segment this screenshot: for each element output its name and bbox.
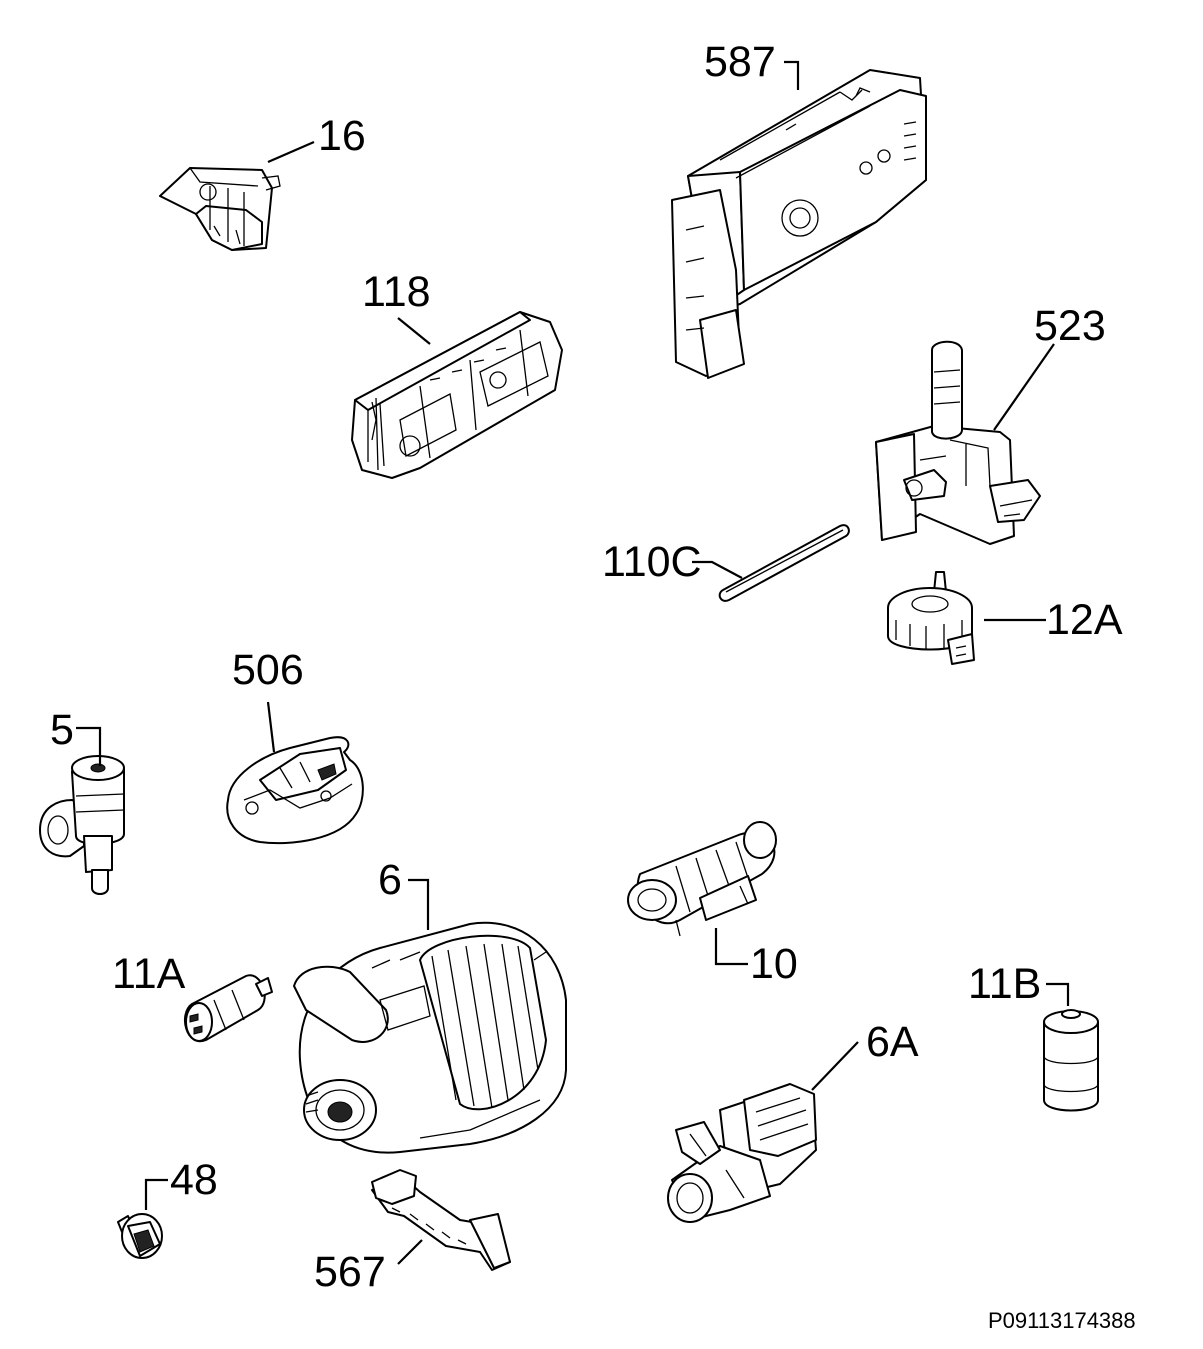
- label-110c: 110C: [602, 538, 702, 586]
- part-5-drawing: [39, 755, 125, 895]
- label-11a: 11A: [112, 950, 186, 998]
- label-10: 10: [750, 940, 798, 988]
- leader-523: [993, 343, 1055, 431]
- label-506: 506: [232, 646, 304, 694]
- leader-48: [144, 1178, 168, 1210]
- leader-6a: [811, 1041, 859, 1091]
- part-16-drawing: [159, 167, 281, 251]
- leader-110c: [692, 560, 743, 579]
- label-523: 523: [1034, 302, 1106, 350]
- label-5: 5: [50, 706, 74, 754]
- part-110c-drawing: [718, 524, 850, 602]
- part-48-drawing: [117, 1213, 163, 1259]
- leader-5: [76, 726, 102, 766]
- leader-11b: [1046, 982, 1070, 1006]
- label-118: 118: [362, 268, 431, 316]
- part-11a-drawing: [183, 974, 273, 1043]
- part-567-drawing: [371, 1169, 511, 1271]
- part-523-drawing: [875, 340, 1041, 545]
- label-6: 6: [378, 856, 402, 904]
- leader-10: [714, 928, 748, 966]
- label-12a: 12A: [1046, 596, 1123, 644]
- leader-506: [266, 701, 276, 753]
- label-16: 16: [318, 112, 366, 160]
- leader-587: [784, 60, 800, 90]
- part-12a-drawing: [887, 571, 975, 665]
- part-587-drawing: [671, 69, 927, 379]
- leader-16: [267, 140, 315, 164]
- label-48: 48: [170, 1156, 218, 1204]
- label-6a: 6A: [866, 1018, 919, 1066]
- drawing-code: P09113174388: [988, 1308, 1136, 1333]
- label-587: 587: [704, 38, 776, 86]
- part-10-drawing: [627, 821, 777, 937]
- leader-567: [397, 1239, 423, 1265]
- part-506-drawing: [226, 736, 364, 845]
- leader-6: [408, 878, 430, 930]
- label-567: 567: [314, 1248, 386, 1296]
- part-118-drawing: [351, 311, 563, 479]
- leader-118: [397, 317, 431, 345]
- part-6-drawing: [293, 921, 567, 1154]
- label-11b: 11B: [968, 960, 1041, 1008]
- part-6a-drawing: [667, 1083, 817, 1223]
- part-11b-drawing: [1043, 1009, 1099, 1112]
